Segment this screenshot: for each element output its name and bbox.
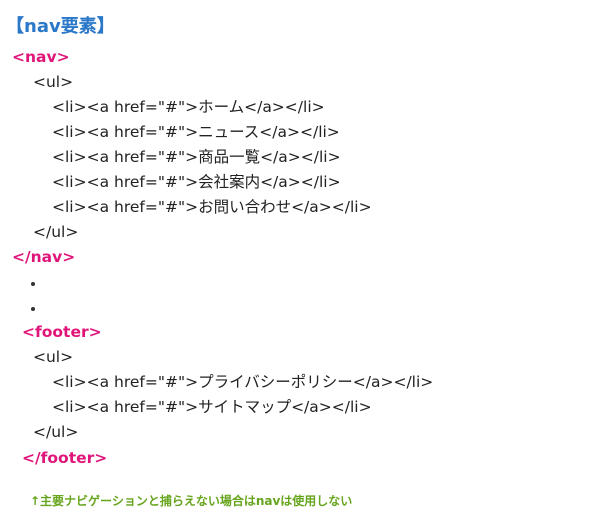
nav-ul-open-tag: <ul> — [33, 73, 74, 91]
section-title: 【nav要素】 — [6, 16, 115, 37]
nav-ul-close-tag: </ul> — [33, 223, 79, 241]
footer-list-item-privacy: <li><a href="#">プライバシーポリシー</a></li> — [52, 373, 434, 391]
usage-note: ↑主要ナビゲーションと捕らえない場合はnavは使用しない — [30, 494, 353, 508]
nav-list-item-products: <li><a href="#">商品一覧</a></li> — [52, 148, 341, 166]
footer-open-tag: <footer> — [22, 323, 102, 341]
nav-list-item-company: <li><a href="#">会社案内</a></li> — [52, 173, 341, 191]
footer-close-tag: </footer> — [22, 449, 108, 467]
nav-list-item-news: <li><a href="#">ニュース</a></li> — [52, 123, 340, 141]
footer-ul-close-tag: </ul> — [33, 423, 79, 441]
footer-ul-open-tag: <ul> — [33, 348, 74, 366]
nav-list-item-contact: <li><a href="#">お問い合わせ</a></li> — [52, 198, 372, 216]
ellipsis-dot — [31, 282, 35, 286]
ellipsis-dot — [31, 307, 35, 311]
nav-open-tag: <nav> — [12, 48, 70, 66]
footer-list-item-sitemap: <li><a href="#">サイトマップ</a></li> — [52, 398, 372, 416]
nav-close-tag: </nav> — [12, 248, 76, 266]
nav-list-item-home: <li><a href="#">ホーム</a></li> — [52, 98, 325, 116]
